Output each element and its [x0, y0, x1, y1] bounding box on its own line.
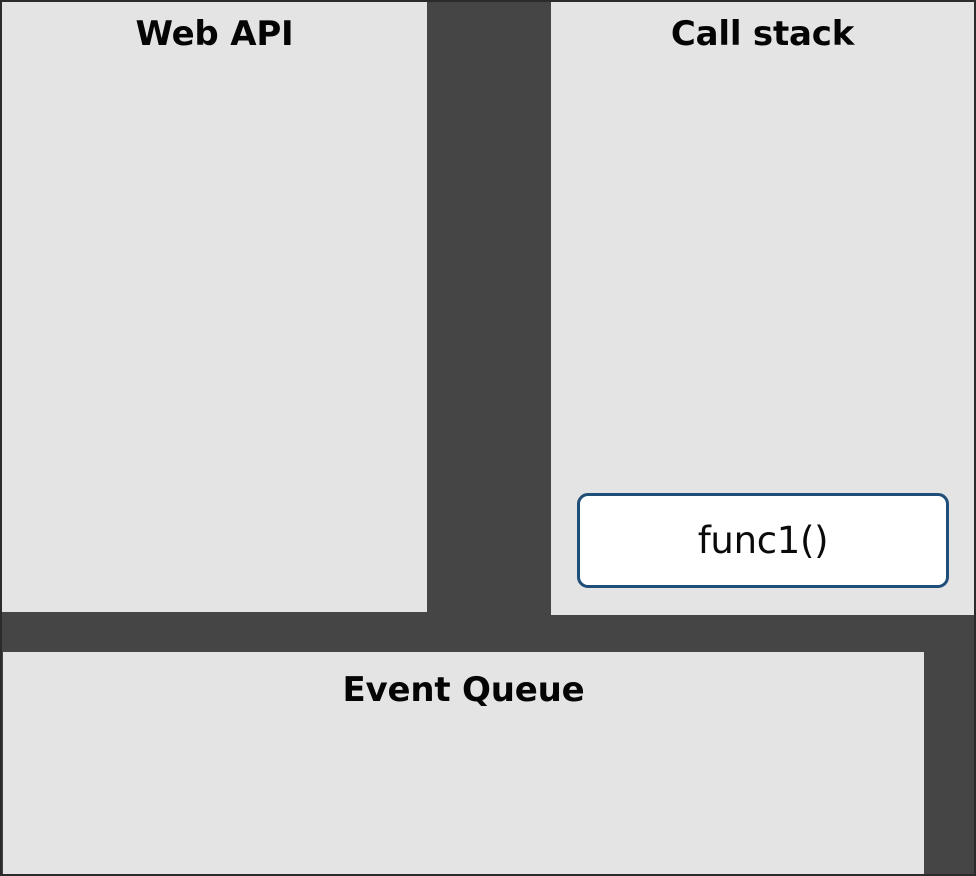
call-stack-frame[interactable]: func1() [577, 493, 949, 588]
web-api-panel: Web API [2, 2, 427, 612]
call-stack-panel-title: Call stack [670, 14, 855, 54]
web-api-panel-title: Web API [135, 14, 294, 54]
call-stack-frame-label: func1() [697, 519, 829, 562]
event-queue-panel: Event Queue [3, 652, 924, 874]
event-queue-panel-title: Event Queue [342, 670, 585, 710]
call-stack-panel: Call stack func1() [551, 2, 974, 615]
